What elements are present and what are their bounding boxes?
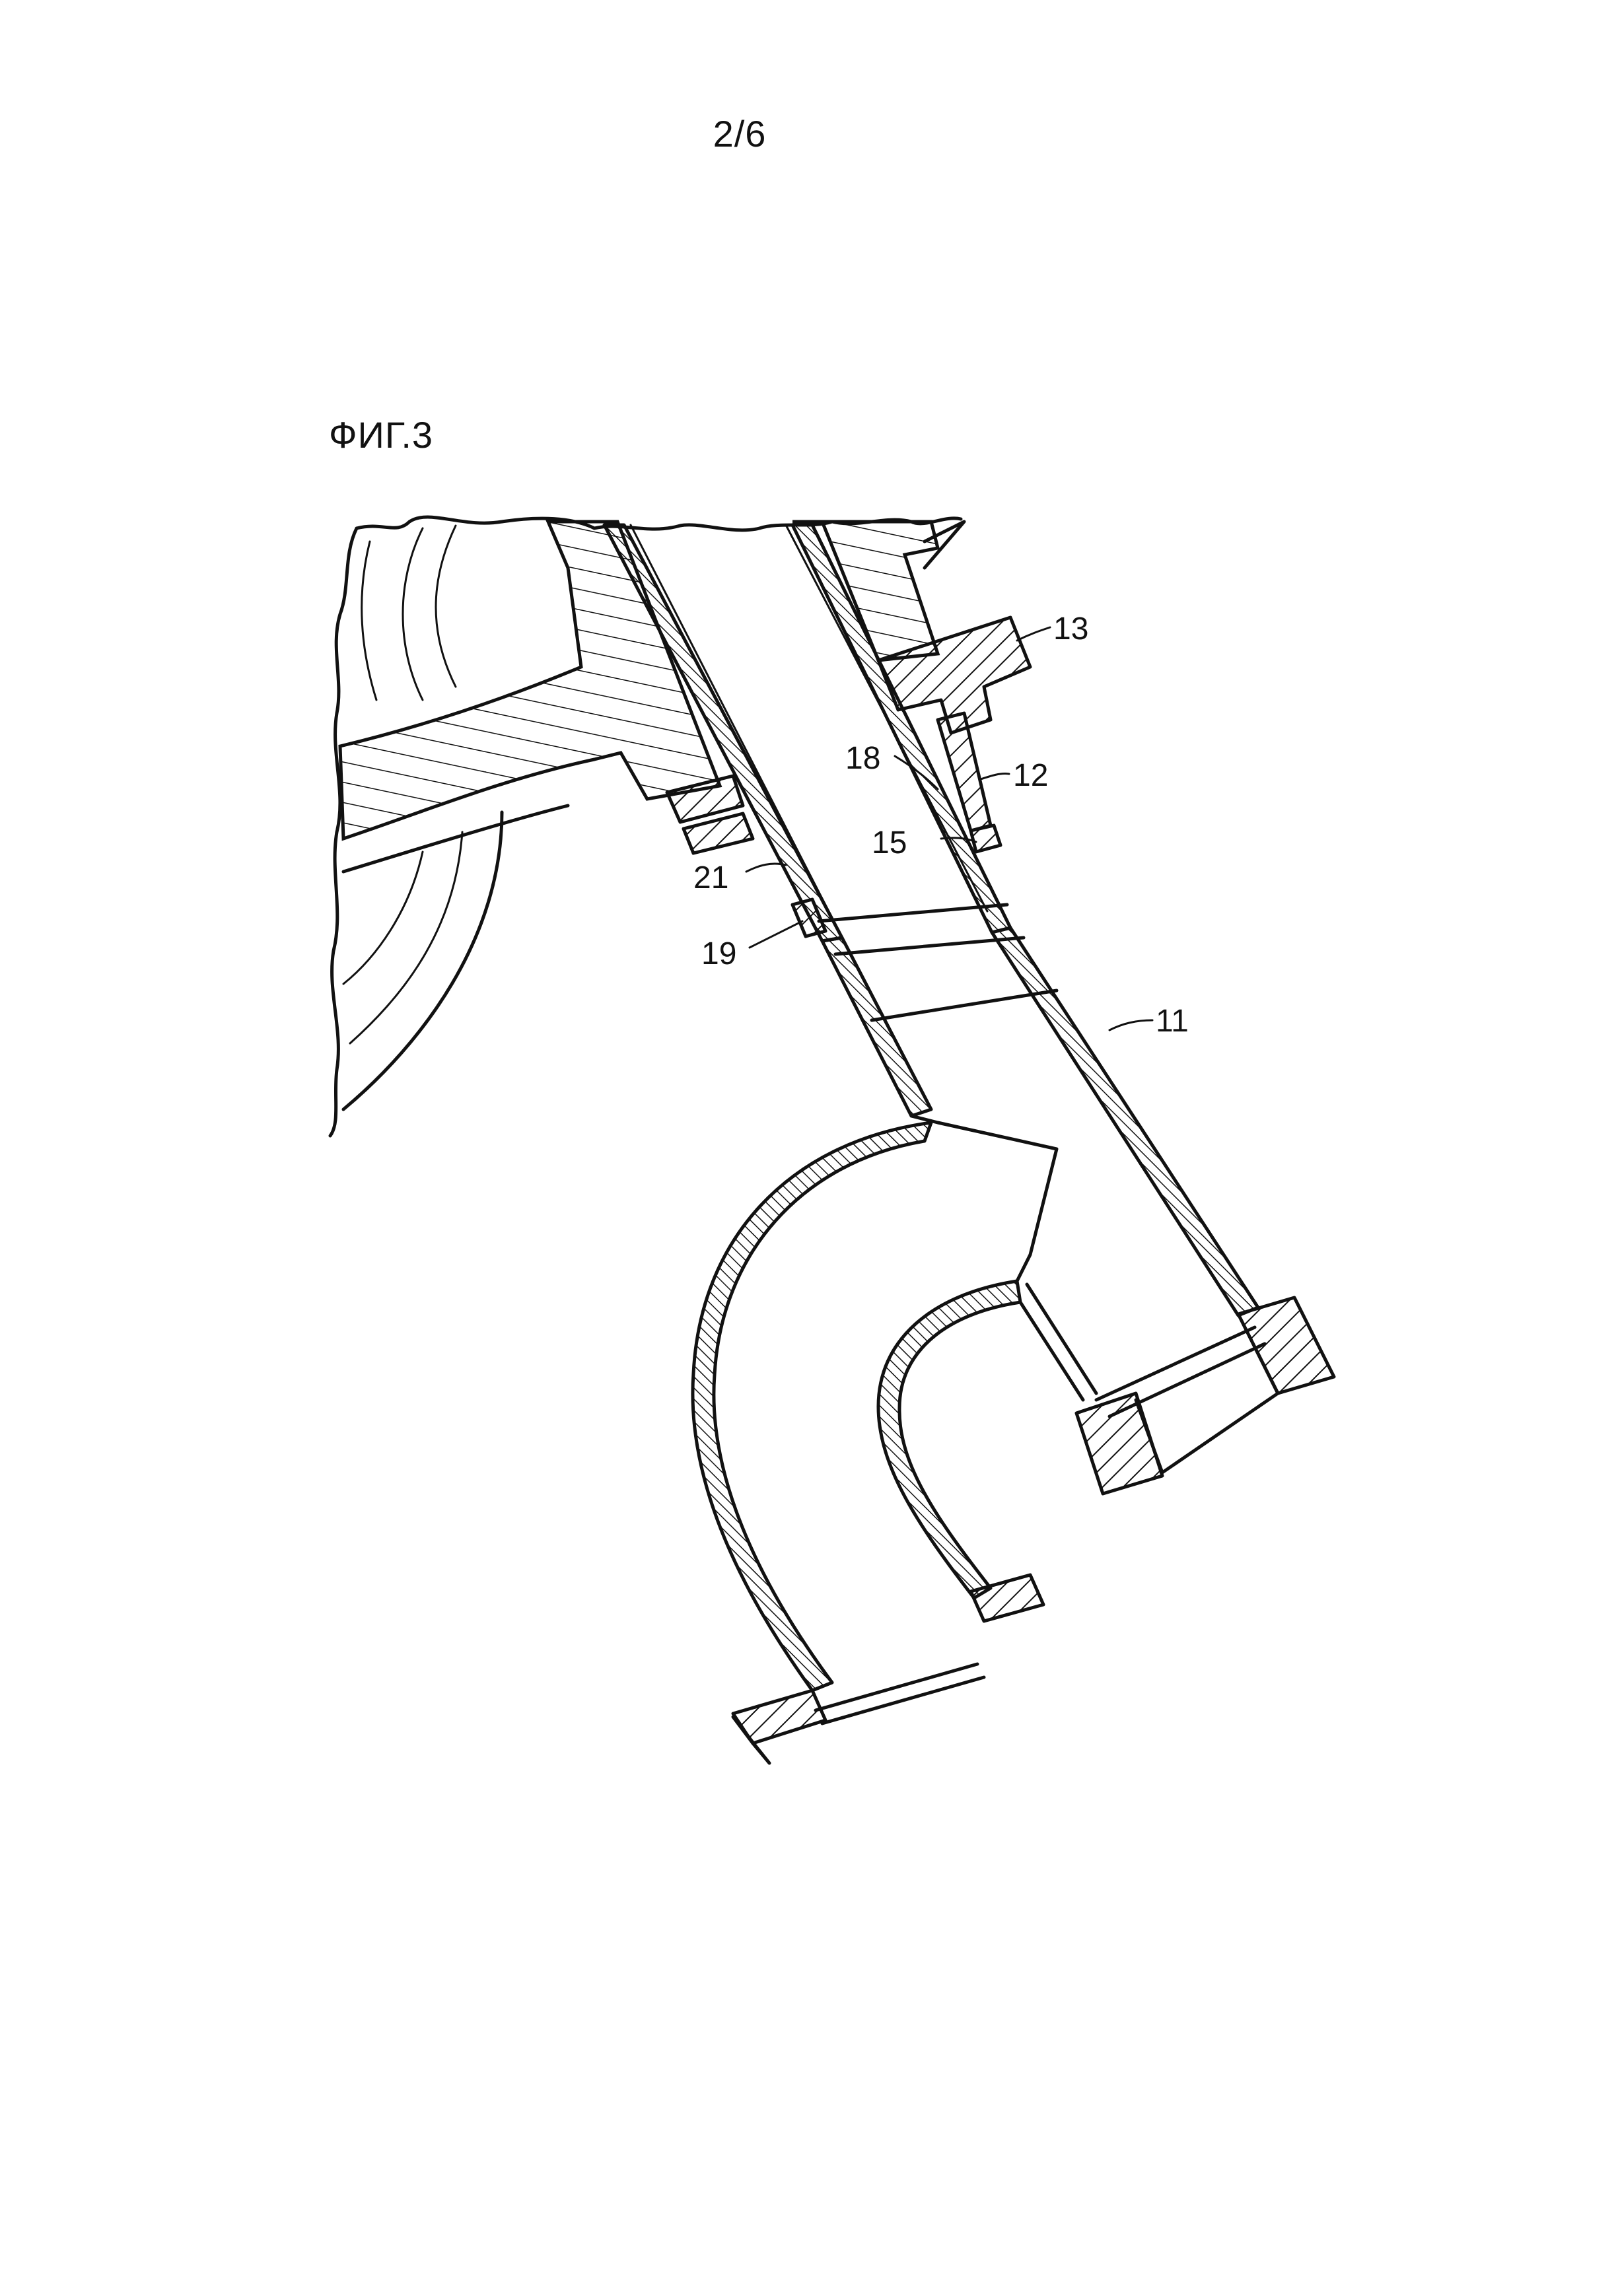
leader-lines: [745, 626, 1154, 1031]
figure-label: ФИГ.3: [329, 414, 434, 456]
sleeve-12: [936, 711, 1002, 854]
main-bottom-flange: [1074, 1296, 1336, 1496]
left-flange-21: [665, 774, 827, 938]
callout-labels: 13 12 18 15 21 19 11: [693, 611, 1189, 1039]
leader-13: [1016, 626, 1051, 642]
leader-12: [979, 773, 1010, 781]
leader-18: [894, 755, 939, 790]
page-number: 2/6: [713, 113, 767, 155]
callout-15: 15: [872, 825, 907, 860]
leader-15: [940, 837, 977, 843]
leader-19: [748, 920, 804, 949]
leader-11: [1108, 1019, 1154, 1031]
callout-21: 21: [693, 860, 728, 895]
main-pipe-11: [602, 523, 1260, 1317]
housing-section: [328, 515, 966, 1138]
branch-bottom-flange: [731, 1573, 1045, 1765]
callout-11: 11: [1156, 1004, 1189, 1039]
right-casing-wall: [792, 520, 940, 662]
callout-18: 18: [845, 741, 880, 776]
callout-19: 19: [701, 936, 736, 971]
callout-13: 13: [1053, 611, 1088, 646]
leader-21: [745, 862, 787, 873]
callout-12: 12: [1013, 758, 1048, 793]
casing-wall: [338, 520, 722, 841]
flange-13: [876, 615, 1032, 735]
